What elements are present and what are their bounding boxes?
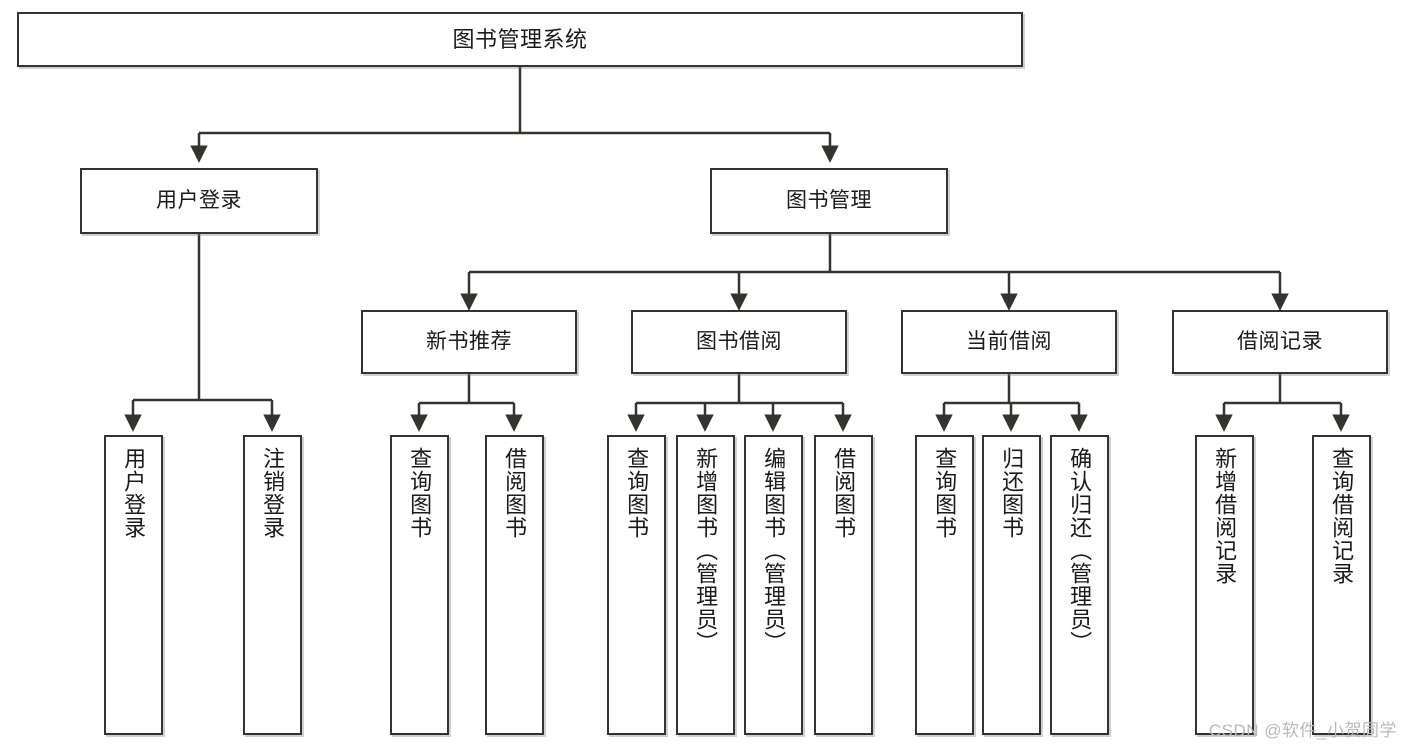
leaf-current-return-book[interactable]: 归还图书: [982, 435, 1041, 735]
leaf-new-book-borrow[interactable]: 借阅图书: [485, 435, 544, 735]
leaf-user-login-login-label: 用户登录: [121, 447, 147, 539]
leaf-current-return-book-label: 归还图书: [999, 447, 1025, 539]
leaf-records-add-record[interactable]: 新增借阅记录: [1195, 435, 1254, 735]
leaf-user-login-logout-label: 注销登录: [260, 447, 286, 539]
leaf-records-query-record[interactable]: 查询借阅记录: [1312, 435, 1371, 735]
leaf-current-query-book-label: 查询图书: [932, 447, 958, 539]
leaf-borrow-borrow-book-label: 借阅图书: [831, 447, 857, 539]
node-root[interactable]: 图书管理系统: [17, 12, 1023, 67]
leaf-current-confirm-return[interactable]: 确认归还（管理员）: [1050, 435, 1109, 735]
leaf-records-query-record-label: 查询借阅记录: [1329, 447, 1355, 585]
node-new-book-recommend[interactable]: 新书推荐: [361, 310, 577, 374]
node-book-borrow[interactable]: 图书借阅: [631, 310, 847, 374]
node-user-login-label: 用户登录: [156, 188, 242, 212]
leaf-new-book-query-label: 查询图书: [407, 447, 433, 539]
node-book-management[interactable]: 图书管理: [710, 168, 948, 234]
leaf-new-book-borrow-label: 借阅图书: [502, 447, 528, 539]
node-new-book-recommend-label: 新书推荐: [426, 329, 512, 353]
leaf-current-query-book[interactable]: 查询图书: [915, 435, 974, 735]
node-current-borrow-label: 当前借阅: [966, 329, 1052, 353]
node-book-borrow-label: 图书借阅: [696, 329, 782, 353]
node-current-borrow[interactable]: 当前借阅: [901, 310, 1117, 374]
leaf-new-book-query[interactable]: 查询图书: [390, 435, 449, 735]
leaf-borrow-add-book-label: 新增图书（管理员）: [693, 447, 719, 654]
leaf-current-confirm-return-label: 确认归还（管理员）: [1067, 447, 1093, 654]
node-user-login[interactable]: 用户登录: [80, 168, 318, 234]
node-borrow-records-label: 借阅记录: [1237, 329, 1323, 353]
leaf-borrow-query-book[interactable]: 查询图书: [607, 435, 666, 735]
node-book-management-label: 图书管理: [786, 188, 872, 212]
leaf-borrow-edit-book-label: 编辑图书（管理员）: [761, 447, 787, 654]
node-borrow-records[interactable]: 借阅记录: [1172, 310, 1388, 374]
leaf-records-add-record-label: 新增借阅记录: [1212, 447, 1238, 585]
csdn-watermark: CSDN @软件_小贺同学: [1208, 721, 1397, 740]
node-root-label: 图书管理系统: [452, 26, 588, 52]
leaf-borrow-add-book[interactable]: 新增图书（管理员）: [676, 435, 735, 735]
leaf-user-login-logout[interactable]: 注销登录: [243, 435, 302, 735]
leaf-borrow-query-book-label: 查询图书: [624, 447, 650, 539]
leaf-borrow-borrow-book[interactable]: 借阅图书: [814, 435, 873, 735]
leaf-borrow-edit-book[interactable]: 编辑图书（管理员）: [744, 435, 803, 735]
leaf-user-login-login[interactable]: 用户登录: [104, 435, 163, 735]
